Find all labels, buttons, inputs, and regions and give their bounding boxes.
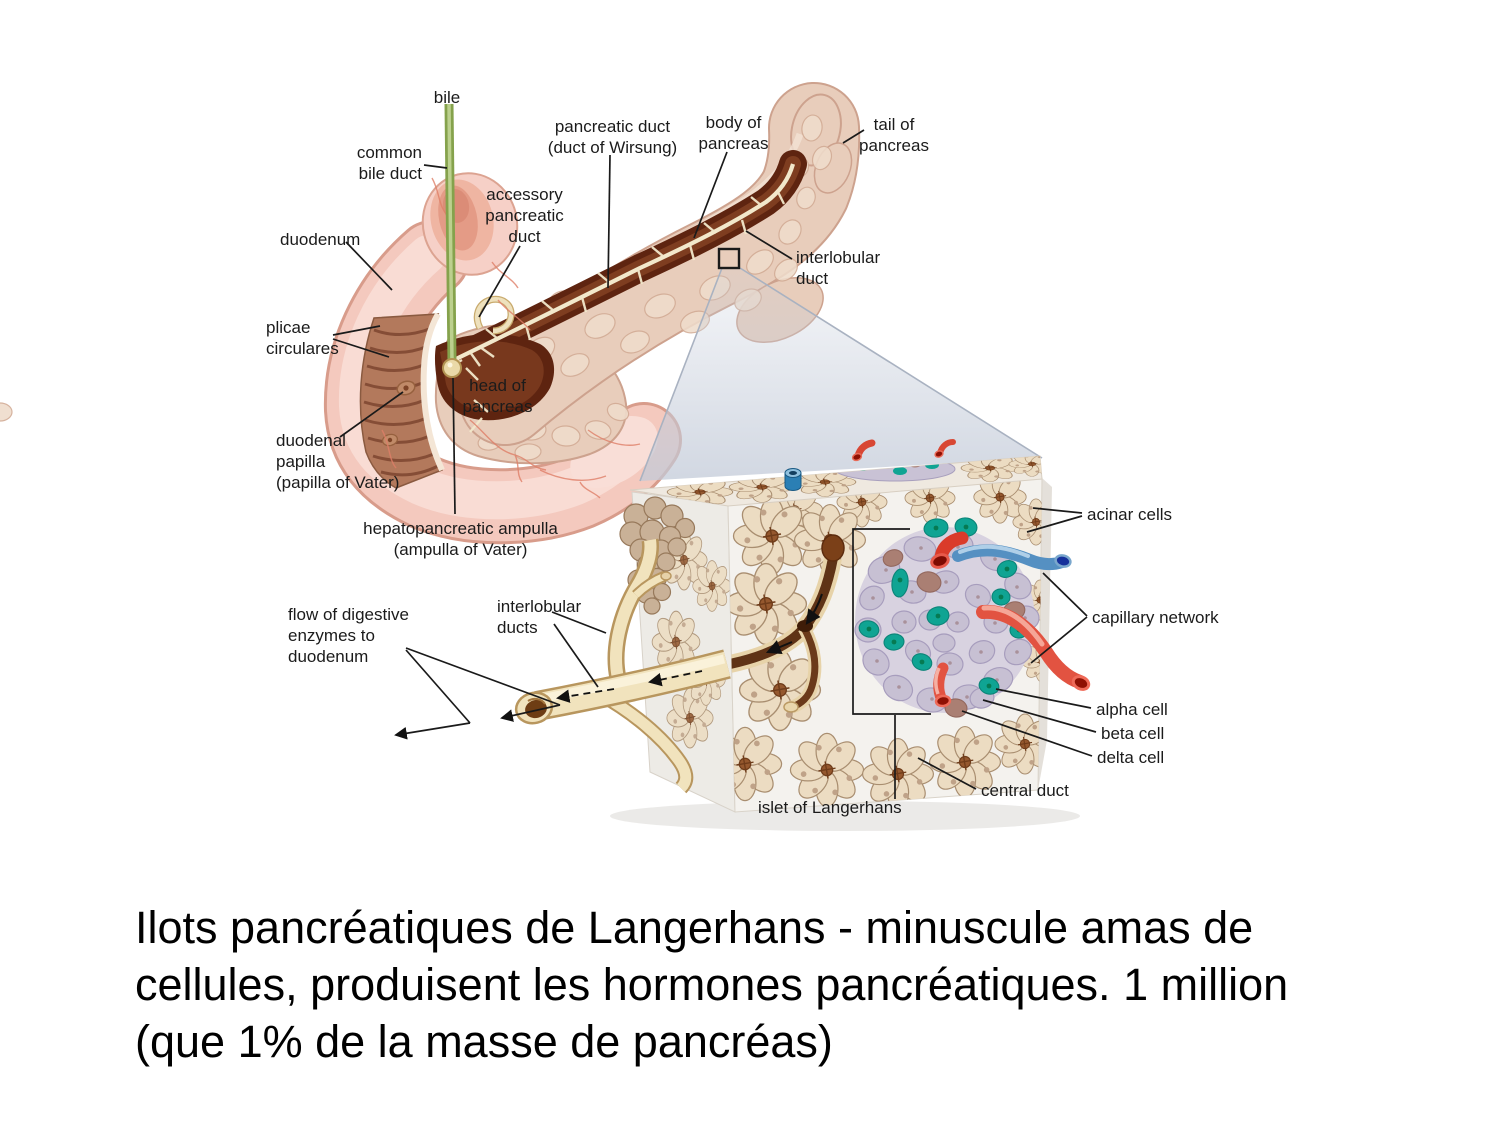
- label-head-of-pancreas: head of pancreas: [462, 376, 533, 417]
- surface-capillaries: [381, 177, 641, 499]
- plicae-circulares-shape: [359, 312, 445, 489]
- label-islet-of-langerhans: islet of Langerhans: [758, 798, 902, 817]
- zoom-square: [717, 247, 741, 270]
- islet-bracket: [852, 528, 931, 715]
- accessory-duct: [475, 297, 514, 334]
- label-beta-cell: beta cell: [1101, 724, 1165, 743]
- label-bile: bile: [433, 88, 461, 107]
- label-body-of-pancreas: body of pancreas: [698, 113, 769, 154]
- label-interlobular-duct: interlobular duct: [796, 248, 881, 289]
- label-flow-of-digestive-enzymes: flow of digestive enzymes to duodenum: [288, 605, 409, 667]
- label-common-bile-duct: common bile duct: [356, 143, 422, 184]
- label-alpha-cell: alpha cell: [1096, 700, 1168, 719]
- slide-caption: Ilots pancréatiques de Langerhans - minu…: [135, 902, 1289, 1067]
- label-duodenal-papilla: duodenal papilla (papilla of Vater): [276, 431, 400, 493]
- zoom-link: [639, 247, 1043, 482]
- alpha-cell-nuclei: [866, 524, 1022, 689]
- flow-arrows: [556, 593, 823, 703]
- top-face-vessels: [784, 439, 956, 491]
- label-capillary-network: capillary network: [1092, 608, 1219, 627]
- tissue-cube: [514, 439, 1091, 831]
- leader-lines: [332, 129, 1097, 799]
- pancreatic-duct-groove: [434, 150, 807, 433]
- label-accessory-pancreatic-duct: accessory pancreatic duct: [485, 185, 564, 247]
- hepatopancreatic-ampulla-shape: [442, 358, 462, 378]
- central-duct-channel: [728, 534, 845, 714]
- label-duodenum: duodenum: [280, 230, 361, 249]
- label-tail-of-pancreas: tail of pancreas: [859, 115, 929, 156]
- pancreas-illustration: [0, 82, 1097, 831]
- bile-duct: [442, 103, 462, 378]
- label-central-duct: central duct: [981, 781, 1069, 800]
- capillary-network-shapes: [930, 531, 1091, 708]
- label-pancreatic-duct: pancreatic duct (duct of Wirsung): [547, 117, 678, 158]
- label-hepatopancreatic-ampulla: hepatopancreatic ampulla (ampulla of Vat…: [363, 519, 558, 560]
- label-delta-cell: delta cell: [1097, 748, 1165, 767]
- label-plicae-circulares: plicae circulares: [266, 318, 339, 359]
- label-acinar-cells: acinar cells: [1087, 505, 1173, 524]
- label-interlobular-ducts: interlobular ducts: [497, 597, 582, 638]
- duct-of-wirsung: [447, 163, 796, 433]
